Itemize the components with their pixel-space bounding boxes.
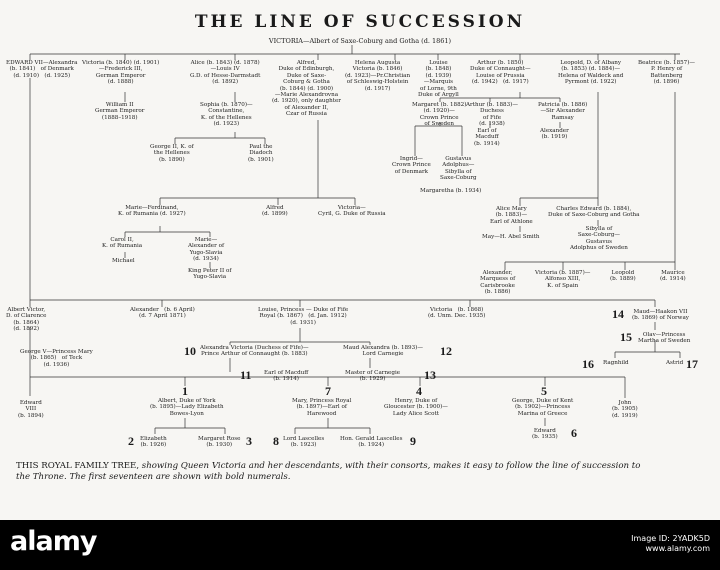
person-master-carnegie: Master of Carnegie (b. 1929): [345, 370, 401, 383]
succession-numeral-2: 2: [128, 434, 134, 448]
succession-numeral-11: 11: [240, 368, 252, 382]
person-victoria-e7: Victoria (b. 1868) (d. Unm. Dec. 1935): [428, 307, 486, 320]
family-tree-page: THE LINE OF SUCCESSION VICTORIA—Albert o…: [0, 0, 720, 520]
person-beatrice: Beatrice (b. 1857)— P. Henry of Battenbe…: [638, 60, 696, 86]
person-gerald-lascelles: Hon. Gerald Lascelles (b. 1924): [340, 436, 403, 449]
person-astrid: Astrid: [666, 360, 684, 366]
succession-numeral-3: 3: [246, 434, 252, 448]
person-albert-victor: Albert Victor, D. of Clarence (b. 1864) …: [6, 307, 47, 333]
succession-numeral-10: 10: [184, 344, 196, 358]
person-mary-royal: Mary, Princess Royal (b. 1897)—Earl of H…: [292, 398, 352, 417]
person-paul-diadoch: Paul the Diadoch (b. 1901): [248, 144, 274, 163]
person-margaret: Margaret (b. 1882) (d. 1920)— Crown Prin…: [412, 102, 467, 128]
succession-numeral-14: 14: [612, 307, 624, 321]
succession-numeral-12: 12: [440, 344, 452, 358]
person-victoria-eugenie: Victoria (b. 1887)— Alfonso XIII, K. of …: [535, 270, 591, 289]
image-id-label: Image ID: 2YADK5D: [631, 534, 710, 543]
person-alice-mary: Alice Mary (b. 1883)— Earl of Athlone: [490, 206, 533, 225]
person-alexandra-victoria: Alexandra Victoria (Duchess of Fife)— Pr…: [200, 345, 309, 358]
person-earl-macduff: Earl of Macduff (b. 1914): [264, 370, 309, 383]
person-edward-kent: Edward (b. 1935): [532, 428, 558, 441]
person-lord-lascelles: Lord Lascelles (b. 1923): [283, 436, 325, 449]
person-sibylla: Sibylla of Saxe-Coburg— Gustavus Adolphu…: [570, 226, 628, 252]
page-title: THE LINE OF SUCCESSION: [194, 12, 526, 32]
alamy-logo: alamy: [10, 526, 97, 557]
person-margaretha: Margaretha (b. 1934): [420, 188, 482, 194]
succession-numeral-8: 8: [273, 434, 279, 448]
person-arthur: Arthur (b. 1850) Duke of Connaught— Loui…: [470, 60, 531, 86]
person-carol-ii: Carol II, K. of Rumania: [102, 237, 143, 250]
succession-numeral-9: 9: [410, 434, 416, 448]
person-alexander-carisbrooke: Alexander, Marquess of Carisbrooke (b. 1…: [480, 270, 516, 296]
person-ingrid: Ingrid— Crown Prince of Denmark: [392, 156, 431, 175]
person-earl-macduff-top: Earl of Macduff (b. 1914): [474, 128, 500, 147]
person-albert-york: Albert, Duke of York (b. 1895)—Lady Eliz…: [150, 398, 224, 417]
person-john: John (b. 1905) (d. 1919): [612, 400, 638, 419]
person-alfred-jr: Alfred (d. 1899): [262, 205, 288, 218]
caption: THIS ROYAL FAMILY TREE, showing Queen Vi…: [16, 461, 656, 482]
stock-id: Image ID: 2YADK5D www.alamy.com: [631, 534, 710, 554]
person-leopold: Leopold, D. of Albany (b. 1853) (d. 1884…: [558, 60, 624, 86]
person-victoria-princess: Victoria (b. 1840) (d. 1901) —Frederick …: [82, 60, 160, 86]
succession-numeral-6: 6: [571, 426, 577, 440]
person-leopold-b: Leopold (b. 1889): [610, 270, 636, 283]
person-edward-vii: EDWARD VII—Alexandra (b. 1841) of Denmar…: [6, 60, 78, 79]
person-william-ii: William II German Emperor (1888–1918): [95, 102, 145, 121]
person-gustavus: Gustavus Adolphus— Sibylla of Saxe-Cobur…: [440, 156, 477, 182]
person-charles-edward: Charles Edward (b. 1884), Duke of Saxe-C…: [548, 206, 640, 219]
person-patricia: Patricia (b. 1886) —Sir Alexander Ramsay: [538, 102, 588, 121]
person-maurice: Maurice (d. 1914): [660, 270, 686, 283]
person-henry-gloucester: Henry, Duke of Gloucester (b. 1900)— Lad…: [384, 398, 448, 417]
succession-numeral-15: 15: [620, 330, 632, 344]
person-arthur-jr: Arthur (b. 1883)— Duchess of Fife (d. 19…: [466, 102, 518, 128]
person-maud: Maud—Haakon VII (b. 1869) of Norway: [632, 309, 689, 322]
person-may: May—H. Abel Smith: [482, 234, 540, 240]
person-george-ii-hellenes: George II, K. of the Hellenes (b. 1890): [150, 144, 194, 163]
succession-numeral-4: 4: [416, 384, 422, 398]
succession-numeral-1: 1: [182, 384, 188, 398]
person-louise-royal: Louise, Princess — Duke of Fife Royal (b…: [258, 307, 349, 326]
person-george-kent: George, Duke of Kent (b. 1902)—Princess …: [512, 398, 574, 417]
person-ragnhild: Ragnhild: [603, 360, 629, 366]
family-tree-lines: [29, 45, 681, 434]
person-peter-ii: King Peter II of Yugo-Slavia: [188, 268, 232, 281]
person-maud-alexandra: Maud Alexandra (b. 1893)— Lord Carnegie: [343, 345, 423, 358]
person-margaret-rose: Margaret Rose (b. 1930): [198, 436, 241, 449]
watermark-footer: alamy Image ID: 2YADK5D www.alamy.com: [0, 520, 720, 570]
succession-numeral-17: 17: [686, 357, 698, 371]
victoria-albert: VICTORIA—Albert of Saxe-Coburg and Gotha…: [268, 37, 452, 45]
person-olav: Olav—Princess Martha of Sweden: [638, 332, 691, 345]
person-alexander-ramsay: Alexander (b. 1919): [540, 128, 569, 141]
person-michael: Michael: [112, 258, 135, 264]
succession-numeral-5: 5: [541, 384, 547, 398]
succession-numeral-13: 13: [424, 368, 436, 382]
succession-numeral-7: 7: [325, 384, 331, 398]
person-victoria-e: Victoria— Cyril, G. Duke of Russia: [318, 205, 386, 218]
person-alexander-e7: Alexander (b. 6 April) (d. 7 April 1871): [130, 307, 195, 320]
site-url: www.alamy.com: [645, 544, 710, 553]
person-elizabeth: Elizabeth (b. 1926): [140, 436, 167, 449]
caption-lead: THIS ROYAL FAMILY TREE,: [16, 461, 140, 471]
person-marie: Marie—Ferdinand, K. of Rumania (d. 1927): [118, 205, 186, 218]
person-louise: Louise (b. 1848) (d. 1939) —Marquis of L…: [418, 60, 459, 99]
person-alfred: Alfred, Duke of Edinburgh, Duke of Saxe-…: [272, 60, 341, 118]
person-sophia: Sophia (b. 1870)— Constantine, K. of the…: [200, 102, 253, 128]
person-marie-yugoslavia: Marie— Alexander of Yugo-Slavia (d. 1934…: [188, 237, 225, 263]
succession-numeral-16: 16: [582, 357, 594, 371]
person-george-v: George V—Princess Mary (b. 1865) of Teck…: [20, 349, 93, 368]
person-edward-viii: Edward VIII (b. 1894): [18, 400, 44, 419]
person-alice: Alice (b. 1843) (d. 1878) —Louis IV G.D.…: [190, 60, 261, 86]
caption-text: showing Queen Victoria and her descendan…: [16, 461, 641, 482]
person-helena: Helena Augusta Victoria (b. 1846) (d. 19…: [345, 60, 411, 92]
